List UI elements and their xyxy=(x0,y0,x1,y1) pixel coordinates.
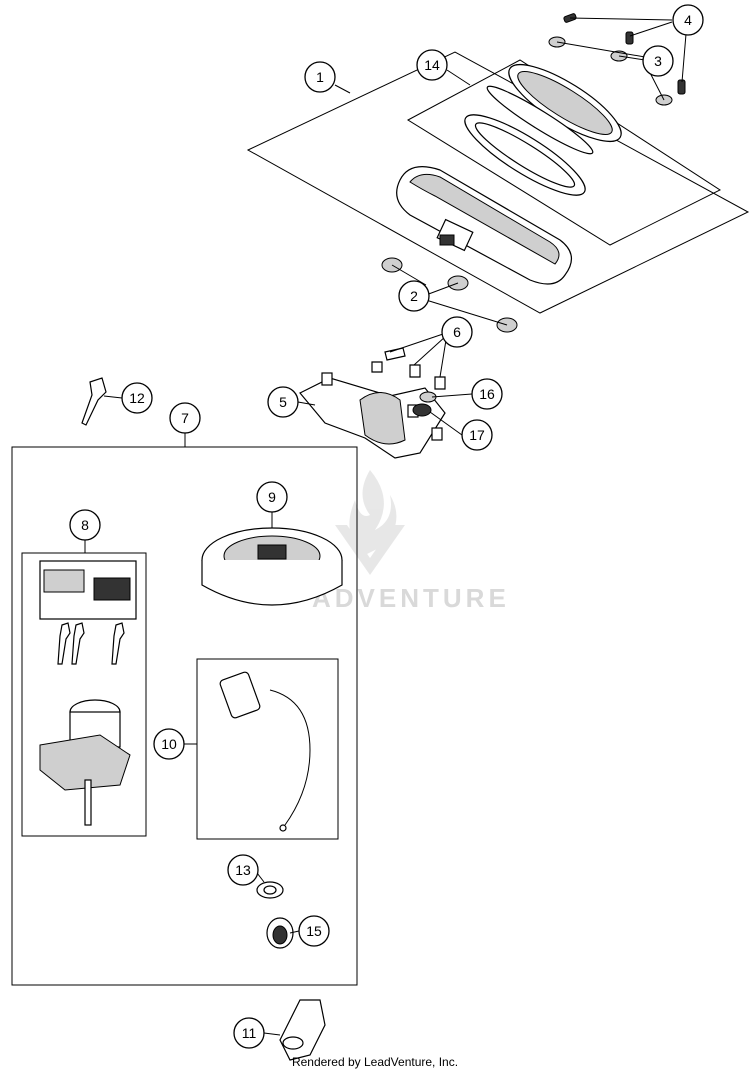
svg-text:17: 17 xyxy=(469,427,485,443)
callout-15: 15 xyxy=(298,915,330,947)
callout-1: 1 xyxy=(304,61,336,93)
cover xyxy=(279,999,326,1061)
callout-3: 3 xyxy=(642,45,674,77)
callout-16: 16 xyxy=(471,378,503,410)
display-cover-parts xyxy=(464,64,622,196)
callout-2: 2 xyxy=(398,280,430,312)
svg-text:8: 8 xyxy=(81,517,89,533)
bracket xyxy=(299,372,446,459)
callout-6: 6 xyxy=(441,316,473,348)
callout-9: 9 xyxy=(256,481,288,513)
svg-text:3: 3 xyxy=(654,53,662,69)
leader-lines xyxy=(84,17,687,1036)
callout-7: 7 xyxy=(169,402,201,434)
svg-text:16: 16 xyxy=(479,386,495,402)
svg-text:4: 4 xyxy=(684,12,692,28)
assembly-7-frame xyxy=(11,446,358,986)
assembly-10-frame xyxy=(196,658,339,840)
callout-17: 17 xyxy=(461,419,493,451)
svg-text:13: 13 xyxy=(235,862,251,878)
callout-14: 14 xyxy=(416,49,448,81)
svg-text:14: 14 xyxy=(424,57,440,73)
callout-10: 10 xyxy=(153,728,185,760)
assembly-14-frame xyxy=(406,59,722,246)
svg-text:15: 15 xyxy=(306,923,322,939)
svg-text:10: 10 xyxy=(161,736,177,752)
footer-credit: Rendered by LeadVenture, Inc. xyxy=(291,1055,459,1069)
svg-text:5: 5 xyxy=(279,394,287,410)
bolts xyxy=(371,347,446,390)
watermark-text: ADVENTURE xyxy=(312,583,510,613)
nut-and-lock-cylinder xyxy=(256,881,294,949)
fuel-cap xyxy=(201,527,343,606)
callout-13: 13 xyxy=(227,854,259,886)
callout-4: 4 xyxy=(672,4,704,36)
key-card xyxy=(39,560,137,665)
svg-text:11: 11 xyxy=(242,1025,257,1041)
callout-11: 11 xyxy=(233,1017,265,1049)
svg-text:12: 12 xyxy=(129,390,145,406)
assembly-1-frame xyxy=(246,51,750,314)
ignition-lock xyxy=(39,699,131,826)
svg-text:9: 9 xyxy=(268,489,276,505)
instrument-cluster xyxy=(396,166,572,285)
watermark-logo xyxy=(335,470,405,575)
svg-text:7: 7 xyxy=(181,410,189,426)
callout-12: 12 xyxy=(121,382,153,414)
svg-text:1: 1 xyxy=(316,69,324,85)
svg-text:6: 6 xyxy=(453,324,461,340)
key xyxy=(81,377,107,426)
callout-5: 5 xyxy=(267,386,299,418)
callout-8: 8 xyxy=(69,509,101,541)
svg-text:2: 2 xyxy=(410,288,418,304)
sensor-cable xyxy=(219,671,311,832)
assembly-8-frame xyxy=(21,552,147,837)
